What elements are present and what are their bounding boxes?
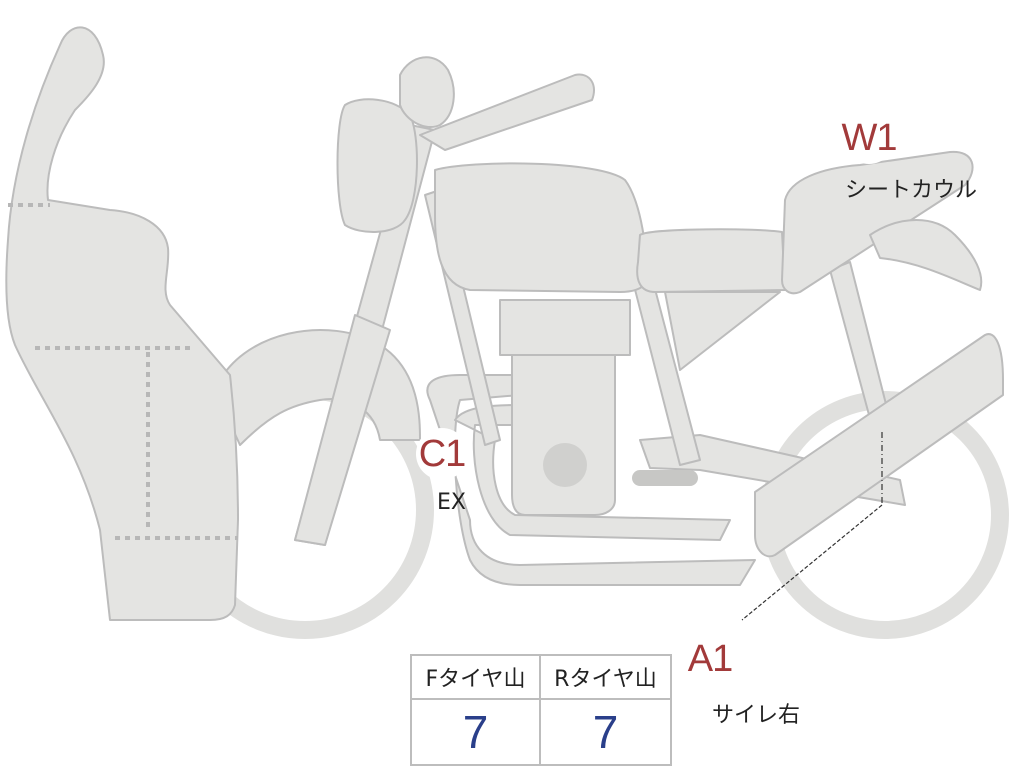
tire-tread-table: Fタイヤ山 Rタイヤ山 7 7 [410, 654, 672, 766]
value-front-tire: 7 [412, 700, 541, 764]
exhaust-pipe [426, 374, 756, 586]
callout-w1: W1 [842, 112, 898, 164]
seat-cowl [781, 150, 974, 295]
leader-a1 [741, 504, 883, 621]
caption-a1: サイレ右 [712, 703, 801, 728]
fuel-tank [434, 162, 650, 293]
engine-cover [543, 443, 587, 487]
side-cover [664, 291, 781, 371]
caption-c1: EX [437, 490, 466, 515]
handlebar [419, 73, 595, 151]
fork-lower [294, 314, 391, 546]
headlight [336, 98, 418, 233]
front-cowl [5, 26, 239, 621]
mirror [399, 56, 455, 128]
rear-fender [869, 219, 983, 291]
callout-c1: C1 [416, 428, 468, 480]
header-front-tire: Fタイヤ山 [412, 656, 541, 700]
caption-w1: シートカウル [845, 178, 978, 203]
engine-head [499, 299, 631, 356]
engine-block [511, 354, 616, 516]
muffler [754, 333, 1004, 558]
value-rear-tire: 7 [592, 706, 619, 758]
callout-a1: A1 [684, 633, 736, 685]
seat [636, 228, 786, 293]
header-rear-tire: Rタイヤ山 [541, 656, 670, 700]
